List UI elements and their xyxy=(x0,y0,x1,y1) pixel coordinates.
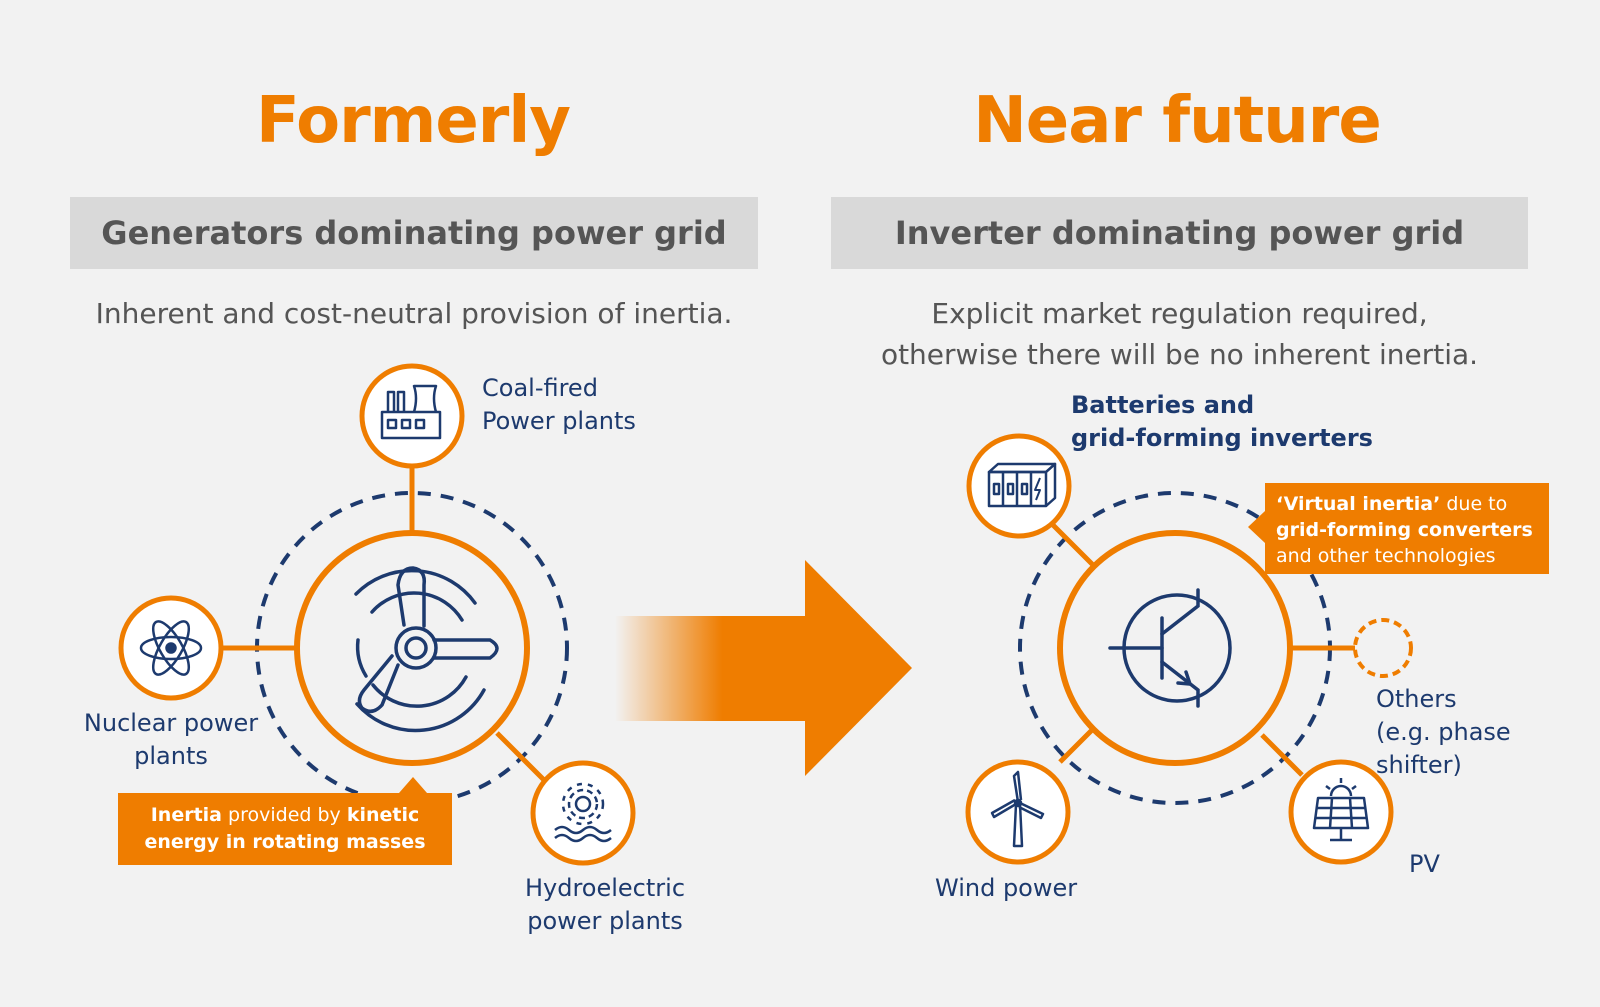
nuclear-label: Nuclear power plants xyxy=(70,707,272,773)
left-diagram xyxy=(118,363,636,866)
left-callout-line2: energy in rotating masses xyxy=(118,829,452,856)
hydro-label-line2: power plants xyxy=(527,907,683,935)
transistor-icon xyxy=(1108,588,1232,708)
atom-icon xyxy=(139,620,203,676)
coal-label-line1: Coal-fired xyxy=(482,374,598,402)
generator-circle xyxy=(294,530,530,766)
right-callout-due-to: due to xyxy=(1440,493,1508,515)
battery-icon xyxy=(987,462,1057,508)
left-callout-pointer xyxy=(399,777,427,793)
connector-pv xyxy=(1260,733,1304,777)
rotor-icon xyxy=(354,566,499,733)
pv-label: PV xyxy=(1409,850,1440,878)
others-label: Others (e.g. phase shifter) xyxy=(1376,683,1600,782)
right-callout: ‘Virtual inertia’ due to grid-forming co… xyxy=(1265,483,1549,574)
left-callout-inertia: Inertia xyxy=(150,804,222,826)
hydro-label: Hydroelectric power plants xyxy=(505,872,705,938)
right-callout-virtual-inertia: ‘Virtual inertia’ xyxy=(1276,493,1441,515)
inverter-circle xyxy=(1057,530,1293,766)
left-callout-kinetic: kinetic xyxy=(346,804,420,826)
wind-node xyxy=(965,759,1071,865)
right-callout-other-tech: and other technologies xyxy=(1276,545,1496,567)
coal-label-line2: Power plants xyxy=(482,407,636,435)
batteries-node xyxy=(966,433,1072,539)
left-band: Generators dominating power grid xyxy=(70,197,758,269)
left-description: Inherent and cost-neutral provision of i… xyxy=(95,297,733,330)
others-node xyxy=(1353,618,1413,678)
coal-node xyxy=(359,363,465,469)
nuclear-label-line2: plants xyxy=(134,742,208,770)
connector-hydro xyxy=(495,731,552,788)
right-heading: Near future xyxy=(973,84,1382,158)
right-description-line2: otherwise there will be no inherent iner… xyxy=(880,338,1479,371)
batteries-label-line1: Batteries and xyxy=(1071,391,1255,419)
coal-label: Coal-fired Power plants xyxy=(482,372,636,438)
right-callout-converters: grid-forming converters xyxy=(1276,519,1533,541)
right-description: Explicit market regulation required, oth… xyxy=(831,293,1528,375)
right-diagram xyxy=(965,433,1413,865)
hydro-node xyxy=(530,760,636,866)
water-turbine-icon xyxy=(554,782,612,843)
connector-wind xyxy=(1058,725,1097,764)
left-heading: Formerly xyxy=(256,84,571,158)
right-callout-pointer xyxy=(1248,511,1265,543)
right-band: Inverter dominating power grid xyxy=(831,197,1528,269)
wind-turbine-icon xyxy=(990,770,1045,848)
connector-batteries xyxy=(1050,522,1097,569)
transition-arrow xyxy=(615,560,912,776)
wind-label: Wind power xyxy=(935,874,1078,902)
factory-icon xyxy=(380,384,442,440)
left-callout: Inertia provided by kinetic energy in ro… xyxy=(118,793,452,865)
hydro-label-line1: Hydroelectric xyxy=(524,874,686,902)
others-label-line1: Others xyxy=(1376,685,1457,713)
others-label-line2: (e.g. phase shifter) xyxy=(1376,718,1511,779)
left-callout-rotating-masses: energy in rotating masses xyxy=(144,831,426,853)
batteries-label: Batteries and grid-forming inverters xyxy=(1071,389,1373,455)
right-callout-line1: ‘Virtual inertia’ due to xyxy=(1276,491,1549,517)
batteries-label-line2: grid-forming inverters xyxy=(1071,424,1373,452)
left-callout-line1: Inertia provided by kinetic xyxy=(118,802,452,829)
pv-node xyxy=(1288,759,1394,865)
nuclear-label-line1: Nuclear power xyxy=(83,709,259,737)
solar-panel-icon xyxy=(1312,778,1370,842)
right-description-line1: Explicit market regulation required, xyxy=(931,297,1428,330)
right-callout-line2: grid-forming converters xyxy=(1276,517,1549,543)
left-callout-provided-by: provided by xyxy=(222,804,347,826)
right-callout-line3: and other technologies xyxy=(1276,543,1549,569)
